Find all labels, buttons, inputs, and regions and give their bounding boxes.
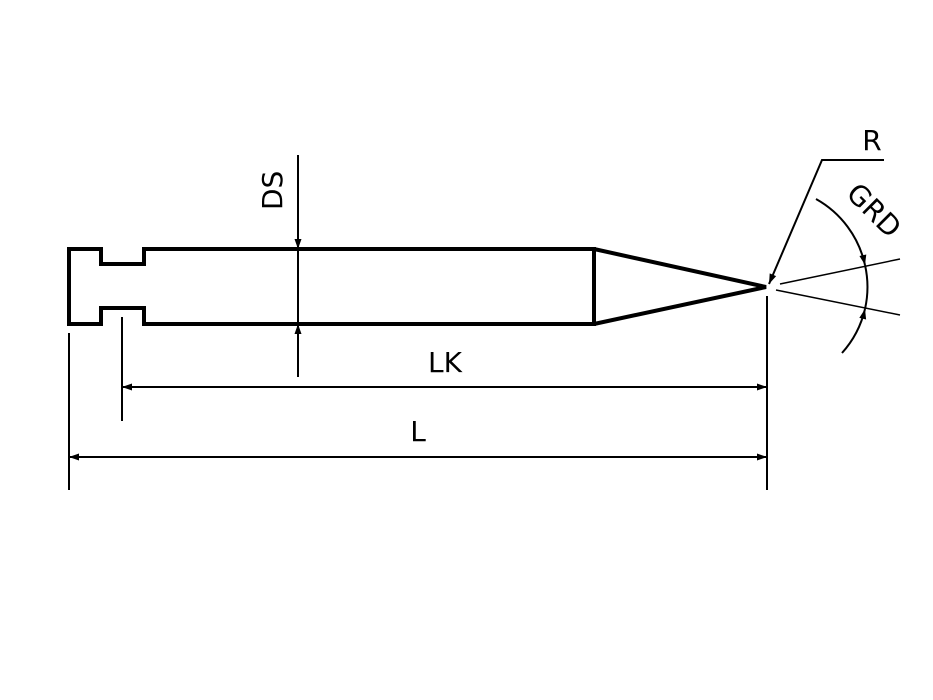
grd-arc-top — [815, 198, 867, 266]
lk-label: LK — [428, 346, 463, 379]
tool-tip-cone — [592, 247, 767, 326]
l-label: L — [410, 415, 426, 448]
r-leader — [768, 159, 884, 285]
angle-line-upper — [779, 258, 901, 285]
r-label: R — [862, 124, 881, 157]
grd-arc-mid — [864, 264, 869, 310]
angle-line-lower — [775, 289, 901, 316]
grd-arc-bottom — [841, 308, 867, 354]
ds-label: DS — [256, 171, 289, 210]
tool-body-outline — [67, 247, 596, 326]
grd-label: GRD — [840, 177, 908, 245]
